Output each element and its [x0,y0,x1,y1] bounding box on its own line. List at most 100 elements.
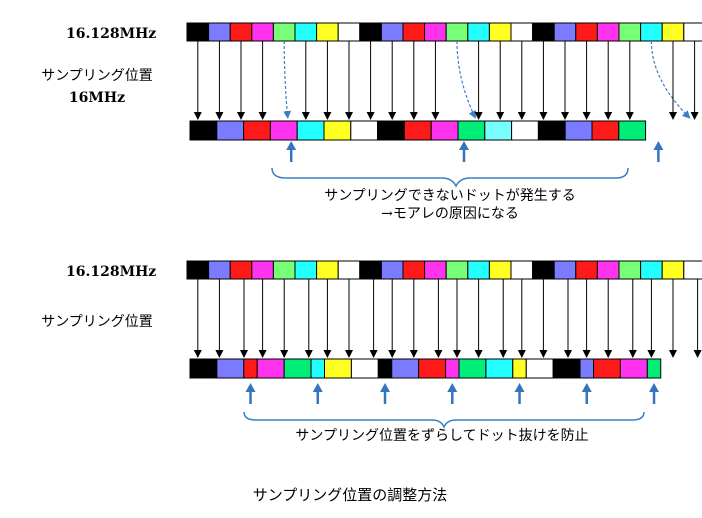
bottom-sampled-dot [485,358,514,379]
top-sampled-dot [511,120,539,141]
bottom-source-dot [467,260,490,280]
bottom-marker-head [447,383,458,392]
bottom-sampled-dot [324,358,352,379]
top-sampled-dot [591,120,620,141]
bottom-sampling-arrows [193,279,702,358]
top-source-dot [683,22,702,42]
bottom-sampled-dot [283,358,312,379]
bottom-sampled-dot [646,358,662,379]
top-source-dot [272,22,296,42]
top-source-dot [661,22,685,42]
top-source-dot [445,22,469,42]
top-source-dot [251,22,274,42]
bottom-source-dot [359,260,382,280]
top-sampled-dot [350,120,379,141]
top-sampled-dot [377,120,405,141]
bottom-sample-markers [245,383,660,404]
top-sampled-dot [430,120,459,141]
bottom-marker-head [312,383,323,392]
bottom-source-dot [618,260,642,280]
bottom-brace-text: サンプリング位置をずらしてドット抜けを防止 [295,428,589,444]
bottom-sampled-dot [525,358,554,379]
bottom-sampling-label: サンプリング位置 [41,314,153,330]
top-sampling-label: サンプリング位置 [41,68,153,84]
top-source-dot [186,22,210,42]
top-dropped-marker-head [653,141,664,150]
bottom-marker-head [245,383,256,392]
top-source-dot [294,22,318,42]
bottom-source-dot [445,260,469,280]
bottom-source-dot [272,260,296,280]
bottom-source-dot [661,260,685,280]
bottom-marker-head [649,383,660,392]
top-brace [271,167,629,188]
bottom-marker-head [380,383,391,392]
bottom-source-dot [683,260,702,280]
top-sampled-dot [323,120,352,141]
top-source-dot [380,22,404,42]
bottom-source-dot [251,260,274,280]
bottom-marker-head [514,383,525,392]
top-sampled-dot [537,120,566,141]
bottom-sampled-dot [391,358,420,379]
bottom-source-dot [380,260,404,280]
top-brace-text-2: →モアレの原因になる [381,206,519,222]
top-source-dot-row [186,22,702,42]
bottom-source-dot [402,260,426,280]
top-source-dot [488,22,512,42]
bottom-source-dot [186,260,210,280]
bottom-sampled-dot [256,358,285,379]
top-sampling-arrows [193,40,699,120]
bottom-source-dot-row [186,260,702,280]
top-sampled-dot [216,120,245,141]
top-sampled-dot [457,120,486,141]
top-dropped-marker-head [459,141,469,150]
bottom-sampled-dot [619,358,648,379]
top-source-dot [618,22,642,42]
bottom-source-dot [575,260,598,280]
top-sampled-dot [296,120,325,141]
figure-caption: サンプリング位置の調整方法 [252,486,448,504]
top-source-dot [553,22,577,42]
bottom-source-dot [316,260,339,280]
bottom-marker-head [581,383,592,392]
bottom-source-dot [294,260,318,280]
top-source-dot [510,22,534,42]
top-source-dot [316,22,339,42]
top-sampled-dot [269,120,298,141]
top-sampled-dot [564,120,593,141]
bottom-sampled-dot [458,358,487,379]
bottom-source-dot [208,260,231,280]
top-sampled-dot [618,120,647,141]
top-source-dot [575,22,598,42]
bottom-frequency-label: 16.128MHz [66,264,157,280]
top-dropped-dot-arrow [456,40,476,119]
bottom-sampled-dot [377,358,393,379]
top-dropped-marker-head [286,141,297,150]
top-dropped-dot-markers [286,141,664,162]
top-source-dot [640,22,663,42]
bottom-source-dot [596,260,620,280]
top-dropped-dot-arrow [283,40,292,119]
bottom-sampled-dot [216,358,245,379]
bottom-sampled-dot [593,358,621,379]
bottom-sampled-dot [189,358,218,379]
top-sampled-dot [243,120,271,141]
top-source-dot [229,22,253,42]
bottom-sampled-dot [512,358,527,379]
top-source-dot [359,22,382,42]
top-source-dot [596,22,620,42]
bottom-sampled-dot [552,358,581,379]
top-source-dot [208,22,231,42]
bottom-sampled-dot [350,358,379,379]
bottom-sampled-dot [579,358,594,379]
top-source-dot [402,22,426,42]
top-brace-text-1: サンプリングできないドットが発生する [324,188,576,204]
bottom-source-dot [488,260,512,280]
top-source-dot [424,22,447,42]
bottom-source-dot [424,260,447,280]
bottom-sampled-dot-row [189,358,662,379]
top-source-dot [337,22,361,42]
bottom-source-dot [553,260,577,280]
